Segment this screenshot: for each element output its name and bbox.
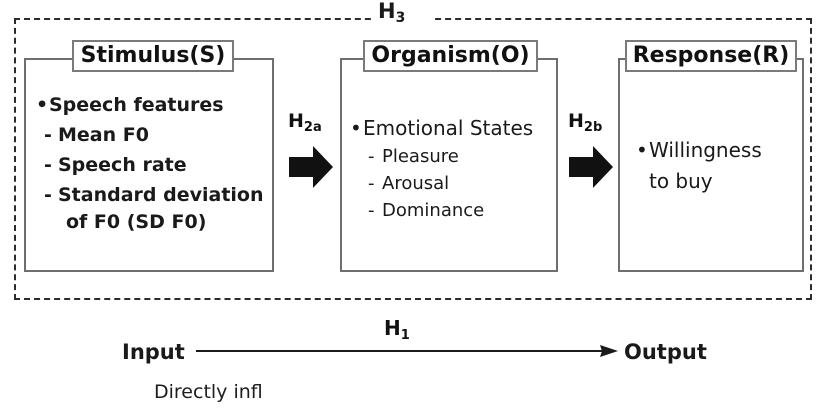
arrow-group-h2a: H2a: [286, 112, 338, 202]
dash-icon: -: [368, 200, 375, 221]
panel-response-body: •Willingness to buy: [636, 140, 806, 191]
h1-label-subscript: 1: [400, 328, 410, 344]
bottom-caption: Directly infl: [154, 381, 263, 403]
dash-icon: -: [368, 146, 375, 167]
sub-text: of F0 (SD F0): [66, 211, 207, 233]
block-arrow-right-icon: [289, 146, 333, 188]
sub-text: Dominance: [382, 200, 485, 221]
h2b-label-main: H: [568, 110, 584, 132]
bullet-text: Emotional States: [363, 116, 534, 140]
sub-item-continuation: of F0 (SD F0): [66, 213, 272, 232]
dash-icon: -: [44, 124, 52, 146]
sub-text: Speech rate: [58, 154, 187, 176]
dash-icon: -: [368, 173, 375, 194]
h1-arrow-icon: [196, 345, 618, 357]
h2a-label: H2a: [288, 110, 322, 136]
h2a-label-subscript: 2a: [303, 120, 322, 136]
bullet-item-continuation: to buy: [649, 171, 806, 191]
h1-label: H1: [384, 318, 410, 342]
sub-item: -Mean F0: [44, 126, 272, 145]
h3-label-gap: [372, 10, 432, 26]
dash-icon: -: [44, 184, 52, 206]
panel-response: [618, 58, 804, 272]
panel-organism: [340, 58, 558, 272]
bullet-dot-icon: •: [636, 138, 648, 162]
h2a-label-main: H: [288, 110, 304, 132]
block-arrow-right-icon: [569, 146, 613, 188]
panel-organism-body: •Emotional States -Pleasure -Arousal -Do…: [350, 118, 556, 220]
bullet-text: Speech features: [49, 94, 224, 116]
h2b-label-subscript: 2b: [583, 120, 603, 136]
h3-label-main: H: [378, 0, 396, 23]
sub-text: Arousal: [382, 173, 450, 194]
h1-label-main: H: [384, 316, 401, 340]
arrow-group-h2b: H2b: [566, 112, 618, 202]
input-label: Input: [122, 340, 185, 364]
output-label: Output: [624, 340, 707, 364]
sub-item: -Pleasure: [368, 148, 556, 166]
h3-label: H3: [378, 0, 406, 27]
bullet-item: •Willingness: [636, 140, 806, 160]
bullet-item: •Speech features: [36, 96, 272, 115]
panel-organism-title: Organism(O): [363, 40, 538, 72]
panel-stimulus-body: •Speech features -Mean F0 -Speech rate -…: [36, 96, 272, 232]
sub-text: Standard deviation: [58, 184, 264, 206]
sub-item: -Standard deviation: [44, 186, 272, 205]
sub-item: -Speech rate: [44, 156, 272, 175]
bullet-dot-icon: •: [350, 116, 362, 140]
sub-item: -Arousal: [368, 175, 556, 193]
dash-icon: -: [44, 154, 52, 176]
h3-label-subscript: 3: [395, 10, 406, 27]
bullet-text: Willingness: [649, 138, 762, 162]
panel-stimulus: [24, 58, 274, 272]
sub-text: Mean F0: [58, 124, 149, 146]
sub-item: -Dominance: [368, 202, 556, 220]
bullet-dot-icon: •: [36, 94, 49, 116]
bullet-item: •Emotional States: [350, 118, 556, 138]
h2b-label: H2b: [568, 110, 603, 136]
bullet-text: to buy: [649, 169, 713, 193]
sub-text: Pleasure: [382, 146, 459, 167]
panel-response-title: Response(R): [625, 40, 797, 72]
panel-stimulus-title: Stimulus(S): [72, 40, 234, 72]
